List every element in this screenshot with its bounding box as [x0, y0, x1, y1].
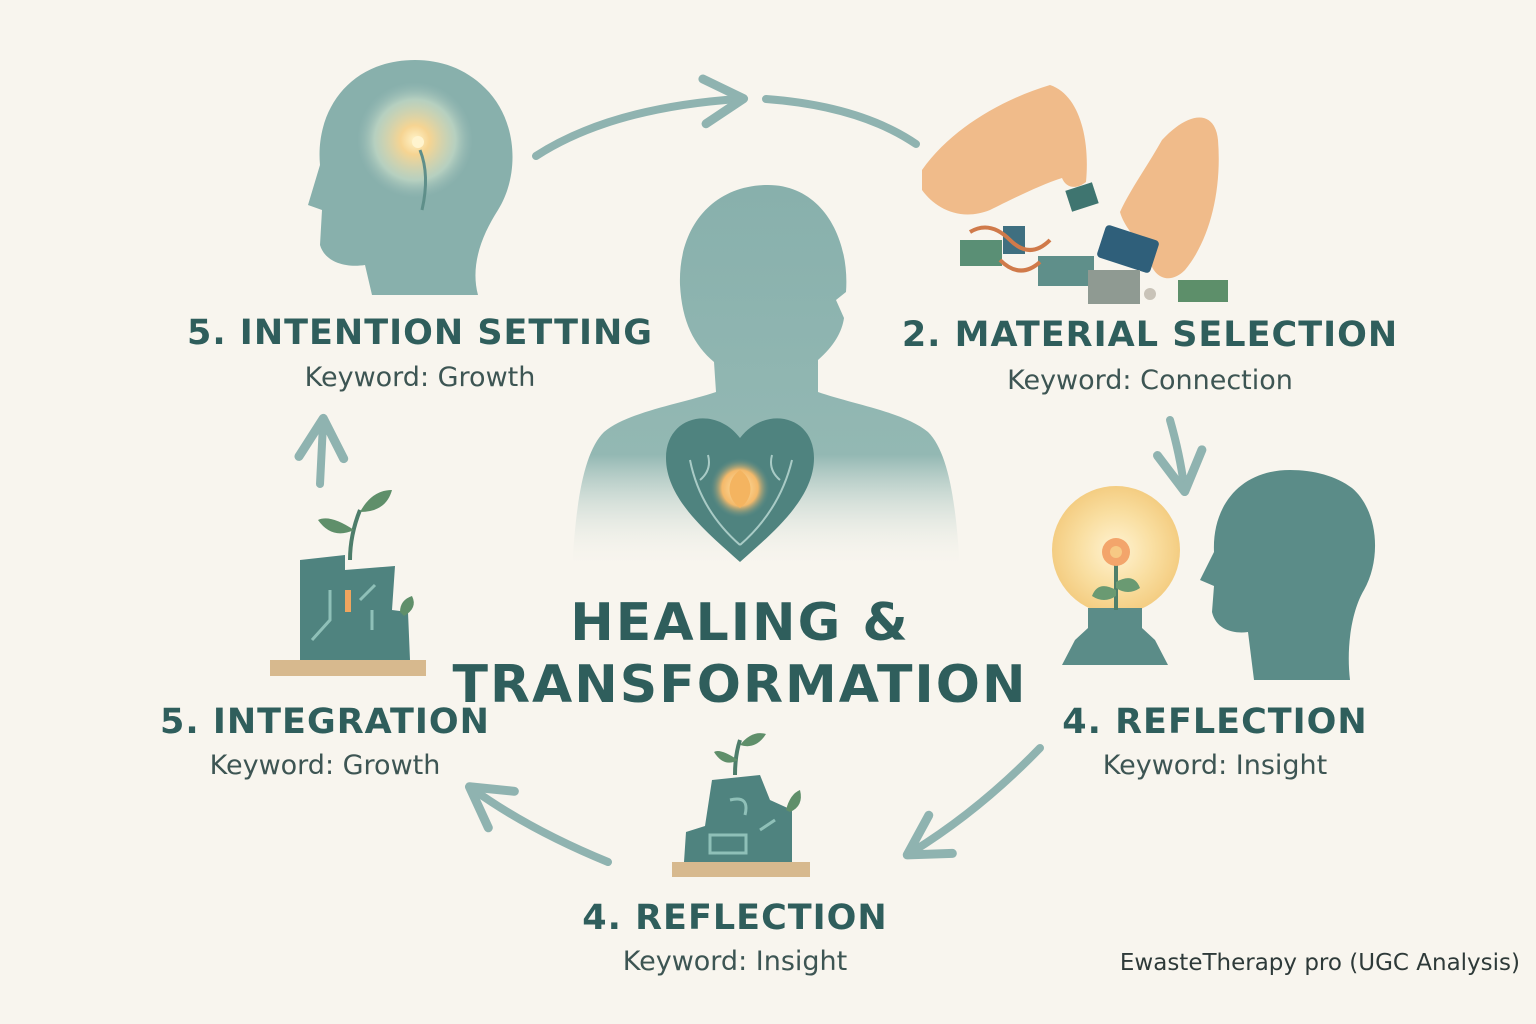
head-glow-icon	[308, 60, 513, 295]
profile-head-icon	[1200, 470, 1376, 680]
cycle-arrows	[294, 74, 1207, 866]
material-step-title: 2. MATERIAL SELECTION	[901, 315, 1399, 355]
reflection-right-title: 4. REFLECTION	[1062, 702, 1368, 742]
circuit-plant-small-icon	[672, 733, 810, 877]
footer-credit: EwasteTherapy pro (UGC Analysis)	[1119, 950, 1520, 976]
lamp-flower-icon	[1052, 486, 1180, 665]
integration-step-keyword: Keyword: Growth	[209, 750, 441, 781]
reflection-bottom-keyword: Keyword: Insight	[622, 946, 848, 977]
material-step-keyword: Keyword: Connection	[1007, 365, 1293, 396]
hands-ewaste-icon	[922, 85, 1228, 304]
arrow-top-right	[762, 95, 920, 148]
reflection-right-keyword: Keyword: Insight	[1102, 750, 1328, 781]
center-title-line2: TRANSFORMATION	[452, 655, 1028, 715]
arrow-left-up	[294, 413, 349, 488]
integration-step-title: 5. INTEGRATION	[160, 702, 490, 742]
arrow-top-left	[532, 74, 749, 160]
reflection-bottom-title: 4. REFLECTION	[582, 898, 888, 938]
arrow-bottom-right	[902, 744, 1044, 860]
intention-step-keyword: Keyword: Growth	[304, 362, 536, 393]
center-title-line1: HEALING &	[570, 593, 910, 653]
intention-step-title: 5. INTENTION SETTING	[186, 313, 654, 353]
heart-icon	[666, 418, 814, 562]
arrow-right-down	[1153, 416, 1207, 497]
circuit-plant-icon	[270, 490, 426, 676]
arrow-bottom-left	[464, 782, 612, 866]
